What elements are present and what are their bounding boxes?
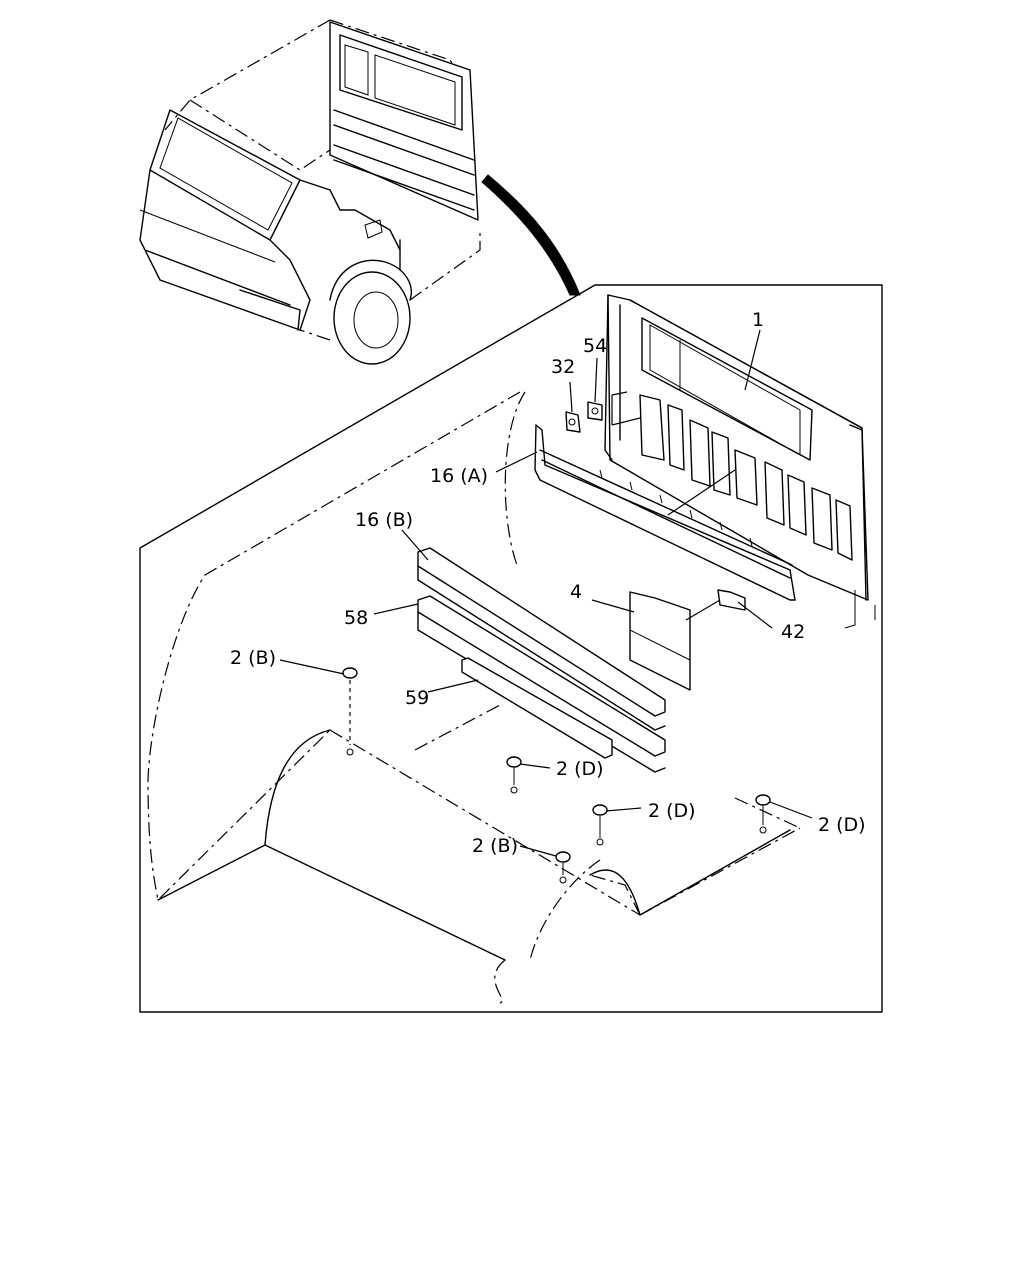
label-part-59: 59 <box>405 687 429 709</box>
rivet-2d-mid <box>592 804 608 846</box>
label-part-2d-mid: 2 (D) <box>648 800 696 822</box>
channel-part-16b <box>417 547 666 731</box>
rivet-2b-bottom <box>555 851 571 884</box>
label-part-2d-right: 2 (D) <box>818 814 866 836</box>
lower-rail-part-16a <box>534 424 796 601</box>
rear-panel-part-1 <box>604 294 876 629</box>
label-part-16b: 16 (B) <box>355 509 413 531</box>
plate-part-4 <box>629 591 691 691</box>
body-outline <box>147 391 801 1004</box>
label-part-32: 32 <box>551 356 575 378</box>
rivet-2d-right <box>755 794 771 834</box>
label-part-2b-bottom: 2 (B) <box>472 835 518 857</box>
truck-cab-overview <box>139 19 481 365</box>
clip-part-54 <box>587 401 603 421</box>
label-part-2b-left: 2 (B) <box>230 647 276 669</box>
label-part-58: 58 <box>344 607 368 629</box>
label-part-16a: 16 (A) <box>430 465 488 487</box>
rivet-2d-center <box>506 756 522 794</box>
label-part-42: 42 <box>781 621 805 643</box>
strip-part-59 <box>461 657 613 759</box>
detail-frame <box>139 284 883 1013</box>
rivet-2b-left <box>342 667 358 756</box>
bracket-part-42 <box>717 589 746 611</box>
clip-part-32 <box>565 411 581 433</box>
label-part-4: 4 <box>570 581 582 603</box>
label-part-54: 54 <box>583 335 607 357</box>
view-arrow <box>481 174 581 296</box>
leader-lines <box>279 329 813 857</box>
label-part-2d-center: 2 (D) <box>556 758 604 780</box>
label-part-1: 1 <box>752 309 764 331</box>
